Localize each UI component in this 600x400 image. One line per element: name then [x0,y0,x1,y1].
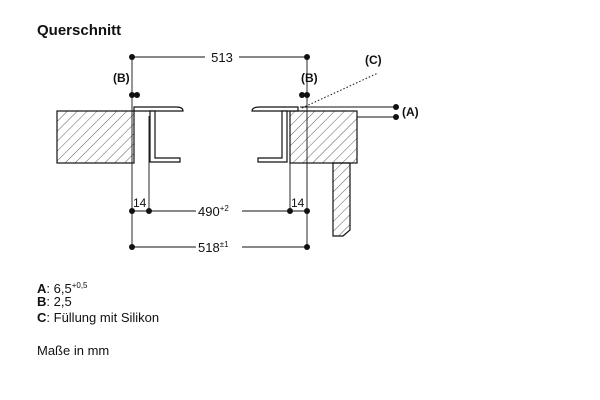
hob-bracket-left [149,110,181,163]
right-worktop [289,110,358,164]
cabinet-panel [332,162,351,237]
legend-c: C: Füllung mit Silikon [37,310,160,325]
legend-a: A: 6,5+0,5 [37,281,88,296]
units-note: Maße in mm [37,343,110,358]
hob-frame-right [251,106,299,112]
legend-b: B: 2,5 [37,294,72,309]
dim-gap-left: 14 [133,196,147,210]
dim-top: 513 [211,50,233,65]
callout-a: (A) [402,105,419,119]
dim-inner: 490+2 [198,204,229,219]
callout-b-right: (B) [301,71,318,85]
drawing-title: Querschnitt [37,22,122,39]
dim-outer: 518±1 [198,240,229,255]
dim-gap-right: 14 [291,196,305,210]
hob-bracket-right [257,110,288,163]
callout-c: (C) [365,53,382,67]
left-worktop [56,110,135,164]
hob-frame-left [133,106,184,112]
callout-b-left: (B) [113,71,130,85]
